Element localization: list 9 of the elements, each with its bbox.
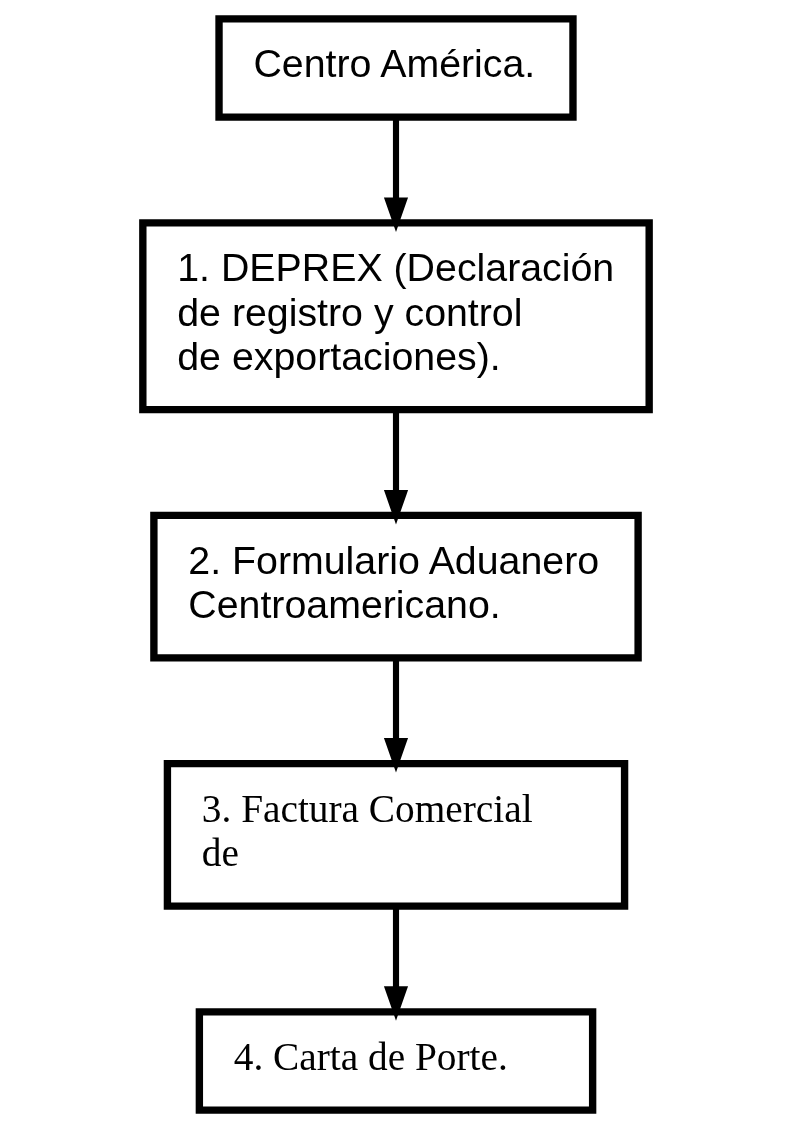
arrow	[383, 907, 408, 1021]
arrow	[383, 410, 408, 525]
node-box: 4. Carta de Porte.	[195, 1008, 596, 1114]
node-box: 3. Factura Comercial de	[163, 759, 628, 910]
node-box: 1. DEPREX (Declaración de registro y control de exportaciones).	[138, 219, 653, 414]
node-box: Centro América.	[214, 15, 577, 121]
arrow	[383, 658, 408, 773]
node-box: 2. Formulario Aduanero Centroamericano.	[149, 511, 642, 662]
arrow	[383, 117, 408, 232]
